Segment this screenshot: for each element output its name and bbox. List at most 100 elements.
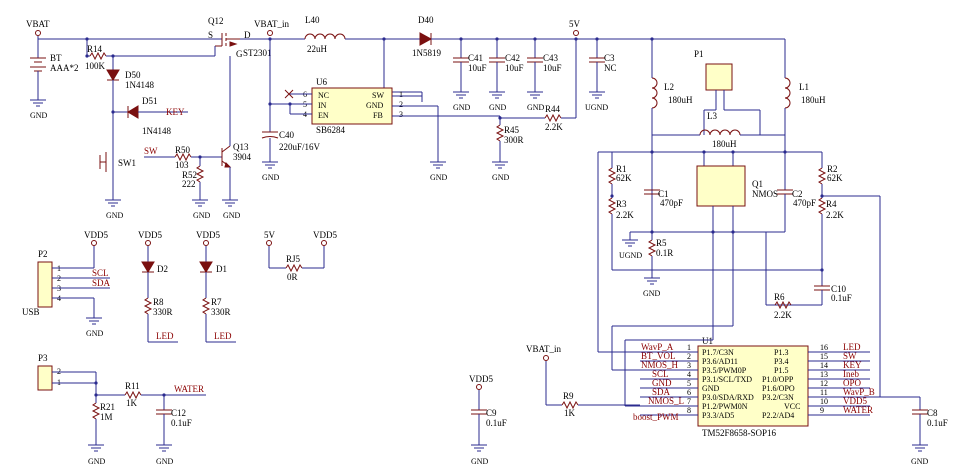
l2-value: 180uH — [668, 95, 693, 105]
u1-net-8: boost_PWM — [633, 412, 679, 422]
d2-ref: D2 — [157, 264, 168, 274]
r4-value: 2.2K — [826, 210, 844, 220]
u1-net-15: SW — [843, 351, 857, 361]
r52-value: 222 — [182, 179, 196, 189]
u1-num-9: 9 — [820, 406, 824, 415]
l1-ref: L1 — [799, 82, 809, 92]
c43-value: 10uF — [543, 63, 562, 73]
d2-led-net: LED — [156, 331, 174, 341]
u6-pin-in: IN — [318, 101, 327, 110]
u1-pin-11: P3.2/C3N — [762, 393, 794, 402]
mcu-vbat-in: VBAT_in R9 1K — [526, 344, 640, 418]
d40-ref: D40 — [418, 15, 434, 25]
q12-d: D — [244, 30, 251, 40]
mcu-vbat-in-label: VBAT_in — [526, 344, 562, 354]
q1-ugnd-label: UGND — [619, 251, 642, 260]
r1-ref: R1 — [616, 164, 627, 174]
u1-pin-8: P3.3/AD5 — [702, 411, 734, 420]
u6-num-3: 3 — [399, 110, 403, 119]
p3-body — [37, 365, 53, 391]
c10-value: 0.1uF — [831, 293, 852, 303]
d1-vdd5-label: VDD5 — [196, 230, 220, 240]
c42-gnd-label: GND — [489, 103, 507, 112]
r14-value: 100K — [85, 61, 106, 71]
u1-pin-14: P1.5 — [774, 366, 788, 375]
u1-num-12: 12 — [820, 379, 828, 388]
u1-net-2: BT_VOL — [641, 351, 676, 361]
u1-pin-12: P1.6/OPO — [762, 384, 795, 393]
c3-gnd-label: UGND — [585, 103, 608, 112]
q13-gnd-label: GND — [223, 211, 241, 220]
r5-ref: R5 — [656, 238, 667, 248]
u1-pin-9: P2.2/AD4 — [762, 411, 794, 420]
u6-pin-en: EN — [318, 111, 329, 120]
r7-value: 330R — [211, 307, 231, 317]
c1-ref: C1 — [658, 189, 669, 199]
r45-gnd-label: GND — [492, 173, 510, 182]
c40-value: 220uF/16V — [279, 142, 321, 152]
p1-ref: P1 — [694, 49, 704, 59]
r6-ref: R6 — [774, 292, 785, 302]
d50: D50 1N4148 — [106, 69, 154, 178]
c12-value: 0.1uF — [171, 418, 192, 428]
gate-line — [111, 54, 215, 70]
r52-gnd-label: GND — [193, 211, 211, 220]
u1-num-7: 7 — [687, 397, 691, 406]
rj5-value: 0R — [287, 272, 298, 282]
vbat-label: VBAT — [26, 19, 50, 29]
u6-num-2: 2 — [399, 100, 403, 109]
r45-ref: R45 — [504, 125, 520, 135]
u6-value: SB6284 — [316, 125, 346, 135]
r44-ref: R44 — [545, 104, 561, 114]
u1-net-4: SCL — [652, 369, 669, 379]
u1-right-pins: P1.3 P3.4 P1.5 P1.0/OPP P1.6/OPO P3.2/C3… — [762, 342, 920, 420]
u1-num-1: 1 — [687, 343, 691, 352]
u1-left-pins: WavP_A BT_VOL NMOS_H SCL GND SDA NMOS_L … — [633, 342, 754, 422]
u1-pin-1: P1.7/C3N — [702, 348, 734, 357]
d50-ref: D50 — [125, 70, 141, 80]
u1-num-6: 6 — [687, 388, 691, 397]
u1-net-3: NMOS_H — [641, 360, 679, 370]
u1-net-16: LED — [843, 342, 861, 352]
u6-body — [311, 87, 393, 125]
u1-net-10: VDD5 — [843, 396, 867, 406]
d51-ref: D51 — [142, 96, 158, 106]
r21-ref: R21 — [100, 402, 115, 412]
v5-node: 5V — [569, 19, 785, 118]
q13-ref: Q13 — [233, 142, 249, 152]
u1-net-13: Ineb — [843, 369, 859, 379]
l40-value: 22uH — [307, 44, 328, 54]
c9-value: 0.1uF — [486, 418, 507, 428]
c43-ref: C43 — [543, 53, 559, 63]
c12-ref: C12 — [171, 408, 186, 418]
d51-value: 1N4148 — [142, 126, 171, 136]
c9-gnd-label: GND — [471, 457, 489, 466]
c9-ref: C9 — [486, 408, 497, 418]
q13-value: 3904 — [233, 152, 252, 162]
q12: Q12 S D G ST2301 — [208, 16, 272, 59]
c3-value: NC — [604, 63, 617, 73]
u1-pin-6: P3.0/SDA/RXD — [702, 393, 754, 402]
p2-ref: P2 — [38, 249, 48, 259]
u1-net-5: GND — [652, 378, 672, 388]
c43-gnd-label: GND — [527, 103, 545, 112]
u1-pin-3: P3.5/PWM0P — [702, 366, 747, 375]
u1-net-7: NMOS_L — [648, 396, 684, 406]
p2-usb-label: USB — [22, 307, 40, 317]
l40-ref: L40 — [305, 15, 320, 25]
r14-ref: R14 — [87, 44, 103, 54]
q13: SW R50 103 R52 222 GND Q13 3904 GND — [144, 56, 252, 220]
q12-ref: Q12 — [208, 16, 224, 26]
u6-pin-sw: SW — [372, 91, 384, 100]
u1-num-10: 10 — [820, 397, 828, 406]
d2-r8: VDD5 D2 R8 330R LED — [138, 230, 178, 343]
r7-ref: R7 — [211, 297, 222, 307]
d1-led-net: LED — [214, 331, 232, 341]
r44-value: 2.2K — [545, 122, 563, 132]
rj5-vdd5-label: VDD5 — [313, 230, 337, 240]
u1-num-16: 16 — [820, 343, 828, 352]
p2-usb: VDD5 P2 1 2 3 4 SCL SDA GND USB — [22, 230, 111, 338]
u1-pin-16: P1.3 — [774, 348, 788, 357]
r52-ref: R52 — [182, 170, 197, 180]
u1-num-13: 13 — [820, 370, 828, 379]
